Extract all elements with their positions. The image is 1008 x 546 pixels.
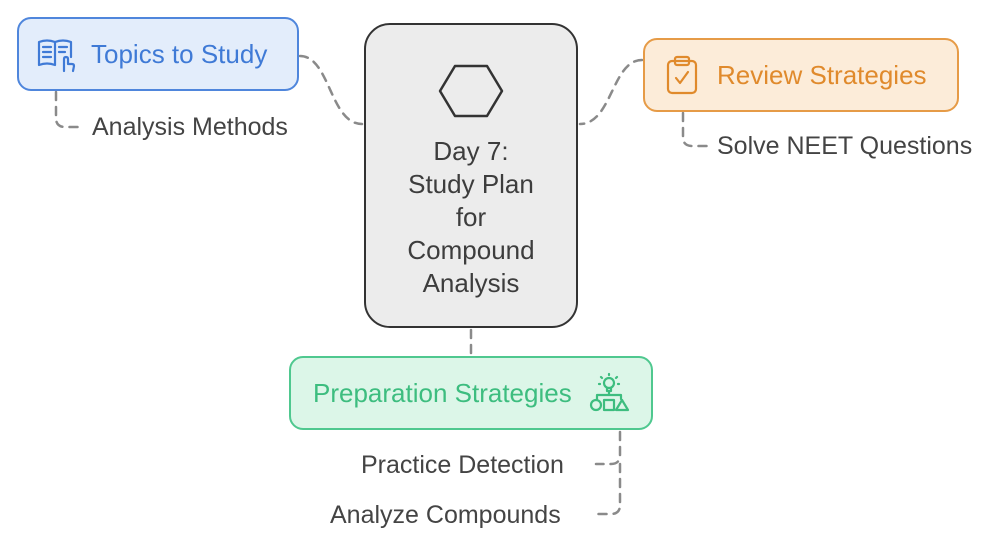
central-title-line: for xyxy=(455,202,487,232)
central-topic-node: Day 7: Study Plan for Compound Analysis xyxy=(364,23,578,328)
central-topic-title: Day 7: Study Plan for Compound Analysis xyxy=(407,135,534,300)
connector-topics-analysis xyxy=(54,90,84,129)
connector-review-center xyxy=(578,58,644,126)
connector-review-neet xyxy=(681,111,709,148)
idea-shapes-icon xyxy=(588,372,630,414)
leaf-solve-neet-questions: Solve NEET Questions xyxy=(717,132,973,160)
topics-to-study-node: Topics to Study xyxy=(17,17,299,91)
review-strategies-node: Review Strategies xyxy=(643,38,959,112)
book-reading-icon xyxy=(35,33,77,75)
central-title-line: Analysis xyxy=(422,268,520,298)
review-strategies-label: Review Strategies xyxy=(717,59,927,90)
preparation-strategies-node: Preparation Strategies xyxy=(289,356,653,430)
leaf-analysis-methods: Analysis Methods xyxy=(92,113,288,141)
hexagon-icon xyxy=(437,63,505,119)
leaf-practice-detection: Practice Detection xyxy=(361,451,564,479)
connector-topics-center xyxy=(298,54,364,126)
connector-prep-analyze xyxy=(594,462,622,516)
central-title-line: Study Plan xyxy=(408,169,534,199)
preparation-strategies-label: Preparation Strategies xyxy=(313,377,572,408)
central-title-line: Day 7: xyxy=(433,136,509,166)
connector-prep-practice xyxy=(594,430,622,466)
clipboard-check-icon xyxy=(665,54,699,96)
leaf-analyze-compounds: Analyze Compounds xyxy=(330,501,561,529)
central-title-line: Compound xyxy=(407,235,535,265)
topics-to-study-label: Topics to Study xyxy=(91,38,268,69)
